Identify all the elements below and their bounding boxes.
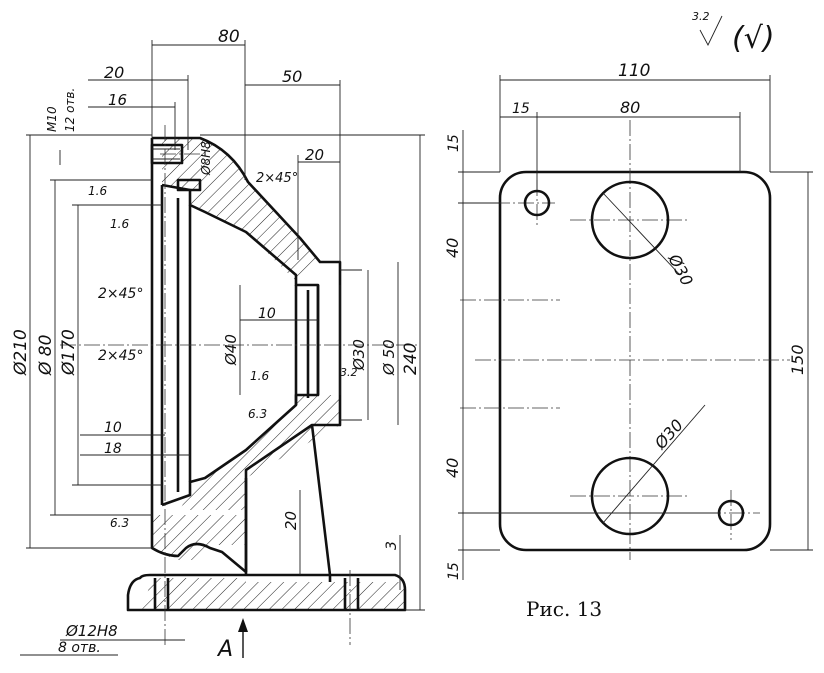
roughness-note-paren: (√)	[732, 21, 775, 56]
dim-40-top: 40	[443, 238, 462, 258]
roughness-6-3-b: 6.3	[110, 516, 129, 530]
roughness-1-6-a: 1.6	[88, 184, 107, 198]
roughness-1-6-c: 1.6	[250, 369, 269, 383]
dim-chamfer-top: 2×45°	[256, 171, 298, 186]
hatch-base-left	[142, 578, 246, 610]
dim-15-bottom: 15	[446, 562, 462, 580]
dim-m10: M10	[45, 106, 59, 132]
dim-40-bottom: 40	[443, 458, 462, 478]
dim-phi30: Ø30	[350, 339, 368, 371]
dim-phi30-bottom: Ø30	[650, 415, 687, 453]
roughness-note: 3.2 (√)	[692, 10, 775, 56]
dim-phi80: Ø 80	[36, 335, 56, 376]
pedestal-right	[310, 424, 332, 582]
dim-12-holes: 12 отв.	[63, 88, 77, 132]
pin-hole	[176, 178, 202, 192]
dim-3-v: 3	[384, 541, 400, 550]
dim-10-b: 10	[104, 420, 122, 436]
dim-chamfer-b: 2×45°	[98, 348, 143, 364]
dim-20: 20	[104, 63, 124, 82]
plan-view: 110 15 80 15 40 Ø30 150 Ø30 40 15	[443, 61, 813, 580]
dim-phi210: Ø210	[11, 329, 31, 376]
dim-phi50: Ø 50	[380, 339, 398, 376]
dim-phi30-top: Ø30	[664, 250, 697, 289]
dim-phi170: Ø170	[59, 329, 79, 376]
dim-80-h: 80	[620, 98, 640, 117]
hatch-top-flange	[152, 138, 320, 280]
hatch-mid-web	[180, 395, 340, 510]
hole-big-top	[590, 180, 670, 260]
hatch-lower-body	[152, 515, 246, 560]
hole-big-bottom	[590, 456, 670, 536]
roughness-6-3-a: 6.3	[248, 407, 267, 421]
base-outline	[126, 573, 407, 612]
hole-small-top	[523, 189, 551, 217]
dim-50: 50	[282, 67, 302, 86]
hatch-base-right	[246, 582, 405, 610]
dim-18: 18	[104, 441, 122, 457]
dim-phi12h8: Ø12H8	[65, 622, 118, 640]
dim-110: 110	[618, 61, 650, 81]
dim-150: 150	[788, 344, 807, 375]
plate-outline	[498, 170, 772, 552]
dim-16: 16	[108, 91, 127, 109]
view-label-a: A	[216, 637, 233, 662]
dim-d8h8: Ø8H8	[199, 141, 213, 176]
part-outline	[152, 136, 342, 572]
dim-15-h: 15	[512, 101, 530, 117]
roughness-note-value: 3.2	[692, 10, 710, 23]
dim-8-holes: 8 отв.	[58, 640, 101, 656]
dim-80-top: 80	[218, 27, 240, 47]
threaded-hole	[150, 143, 184, 165]
dim-phi40: Ø40	[222, 334, 240, 366]
dim-20-chamfer: 20	[305, 146, 324, 164]
left-face	[150, 138, 247, 573]
roughness-1-6-b: 1.6	[110, 217, 129, 231]
dim-10-a: 10	[258, 306, 276, 322]
roughness-3-2: 3.2	[340, 366, 358, 379]
section-view: 80 20 16 50 20 M10 12 отв. Ø8H8 2×45° 2×…	[11, 27, 425, 662]
figure-caption: Рис. 13	[526, 597, 602, 621]
dim-chamfer-a: 2×45°	[98, 286, 143, 302]
dim-15-top: 15	[446, 134, 462, 152]
dim-20-v: 20	[282, 511, 300, 530]
dim-240: 240	[401, 343, 421, 375]
